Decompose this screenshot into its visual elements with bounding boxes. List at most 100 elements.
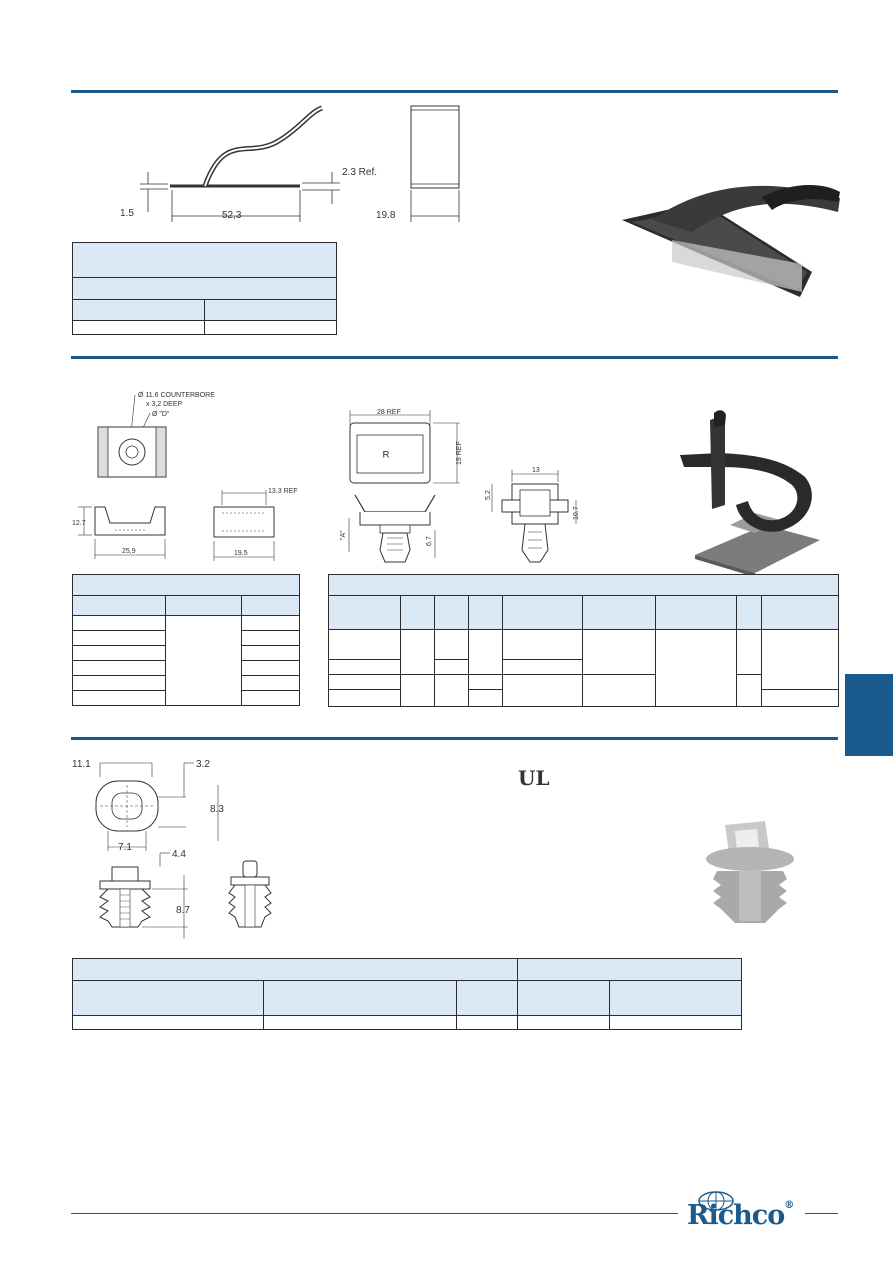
dim-111: 11.1 — [72, 759, 91, 770]
strap-front-drawing: 19.8 — [376, 105, 460, 222]
registered-mark: ® — [784, 1200, 794, 1211]
table-cell — [240, 615, 301, 631]
dim-thickness: 1.5 — [120, 208, 134, 219]
table-col-header — [72, 299, 205, 321]
table-cell — [240, 660, 301, 676]
table-cell — [165, 615, 242, 706]
table-col-header — [328, 595, 401, 630]
table-cell — [736, 629, 762, 675]
table-col-header — [582, 595, 656, 630]
dim-counterbore: Ø 11.6 COUNTERBORE — [138, 392, 215, 399]
dim-ref-thickness: 2.3 Ref. — [342, 167, 377, 178]
table-cell — [328, 689, 401, 707]
dim-ref-28: 28 REF — [377, 409, 401, 416]
table-cell — [760, 689, 840, 707]
section3-table — [71, 958, 743, 1030]
dim-83: 8.3 — [210, 804, 224, 815]
table-cell — [582, 629, 656, 675]
dim-hole: Ø "D" — [152, 411, 170, 418]
table-col-header — [502, 595, 583, 630]
table-cell — [502, 629, 583, 660]
cable-tie-mount-photo — [680, 410, 820, 575]
globe-icon — [698, 1191, 734, 1211]
dim-52: 5.2 — [485, 490, 492, 500]
table-cell — [240, 675, 301, 691]
table-col-header — [400, 595, 435, 630]
dim-width-195: 19.5 — [234, 550, 248, 557]
table-header-main — [71, 958, 519, 981]
table-header-main — [71, 574, 301, 596]
table-cell — [72, 1015, 264, 1030]
svg-text:UL: UL — [518, 766, 550, 790]
section-divider-3 — [71, 737, 838, 740]
footer-rule-right — [805, 1213, 838, 1214]
table-cell — [240, 690, 301, 706]
section-side-tab — [845, 674, 893, 756]
dim-67: 6.7 — [426, 536, 433, 546]
dim-32: 3.2 — [196, 759, 210, 770]
table-cell — [502, 659, 583, 675]
dim-107: 10.7 — [573, 506, 580, 520]
mount-side-drawing: 12.7 25,9 — [72, 506, 166, 559]
table-cell — [434, 659, 469, 675]
ul-mark-icon: UL — [518, 766, 550, 790]
pushmount-top-drawing: 11.1 3.2 8.3 7.1 — [72, 759, 224, 853]
table-col-header — [736, 595, 762, 630]
table-cell — [468, 674, 503, 690]
table-col-header — [263, 980, 457, 1016]
table-col-header — [165, 595, 242, 616]
table-cell — [72, 660, 166, 676]
section1-table — [72, 242, 337, 335]
dim-counterbore-depth: x 3,2 DEEP — [146, 401, 183, 408]
push-mount-photo — [706, 821, 794, 923]
table-cell — [240, 645, 301, 661]
table-col-header — [655, 595, 737, 630]
velcro-strap-photo — [622, 185, 840, 297]
table-col-header — [204, 299, 337, 321]
richco-logo: Richco® — [687, 1200, 794, 1231]
table-cell — [72, 630, 166, 646]
table-header-main — [327, 574, 840, 596]
dim-13: 13 — [532, 467, 540, 474]
table-cell — [328, 674, 401, 690]
dim-base-width: 25,9 — [122, 548, 136, 555]
table-col-header — [455, 980, 519, 1016]
dim-ref-133: 13.3 REF — [268, 488, 298, 495]
table-cell — [609, 1015, 743, 1030]
table-cell — [328, 659, 401, 675]
table-col-header — [72, 980, 264, 1016]
table-cell — [328, 629, 401, 660]
pushmount-side-drawing: 4.4 8.7 — [99, 849, 190, 939]
table-cell — [72, 675, 166, 691]
dim-width: 19.8 — [376, 210, 396, 221]
dim-a: "A" — [340, 530, 347, 540]
section-divider-1 — [71, 90, 838, 93]
clip-end-drawing: 13 5.2 10.7 — [485, 467, 580, 563]
dim-71: 7.1 — [118, 842, 132, 853]
table-col-header — [434, 595, 469, 630]
table-col-header — [609, 980, 743, 1016]
footer-rule-left — [71, 1213, 678, 1214]
brand-name: Richco — [687, 1200, 785, 1231]
table-cell — [204, 320, 337, 335]
mount-top-drawing: Ø 11.6 COUNTERBORE x 3,2 DEEP Ø "D" — [97, 392, 215, 478]
table-cell — [502, 674, 583, 707]
pushmount-end-drawing — [228, 860, 272, 928]
table-cell — [263, 1015, 457, 1030]
table-cell — [400, 674, 435, 707]
table-cell — [72, 645, 166, 661]
dim-length: 52,3 — [222, 210, 242, 221]
clip-top-drawing: 28 REF ᴿ 19 REF — [349, 409, 463, 484]
clip-side-drawing: "A" 6.7 — [340, 494, 436, 563]
table-header-sub — [72, 277, 337, 300]
table-cell — [455, 1015, 519, 1030]
table-col-header — [517, 980, 611, 1016]
strap-side-drawing: 1.5 52,3 2.3 Ref. — [120, 105, 377, 222]
ul-logo-small: ᴿ — [383, 448, 390, 464]
table-cell — [468, 629, 503, 675]
table-col-header — [760, 595, 840, 630]
table-cell — [760, 629, 840, 690]
mount-end-drawing: 13.3 REF 19.5 — [213, 488, 298, 561]
table-cell — [517, 1015, 611, 1030]
table-cell — [434, 629, 469, 660]
